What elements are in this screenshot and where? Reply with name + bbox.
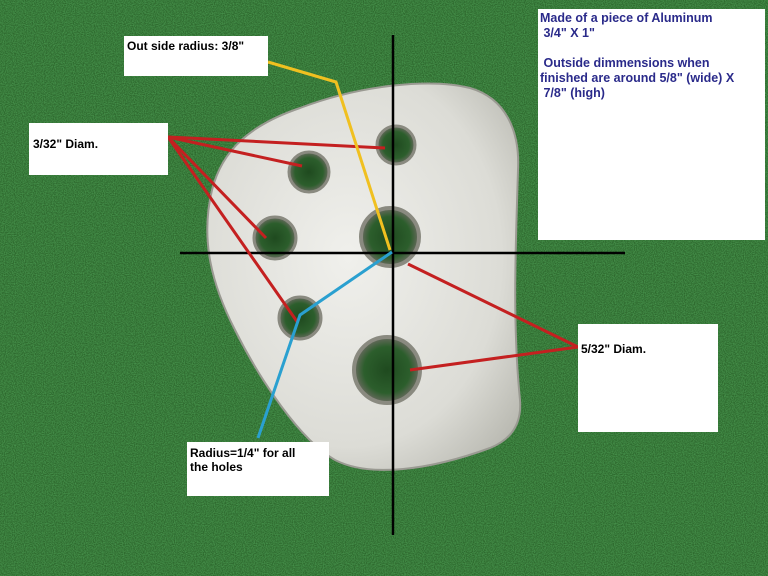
aluminum-plate xyxy=(206,82,522,471)
note-line-3 xyxy=(540,41,763,56)
note-line-4: Outside dimmensions when xyxy=(540,56,710,70)
hole-radius-leader xyxy=(256,250,393,439)
hole-radius-text-2: the holes xyxy=(190,460,243,474)
hole-radius-text-1: Radius=1/4" for all xyxy=(190,446,296,460)
large-hole-leaders xyxy=(407,262,579,372)
small-diameter-text: 3/32" Diam. xyxy=(33,137,99,151)
material-note: Made of a piece of Aluminum 3/4" X 1" Ou… xyxy=(538,9,765,240)
small-hole-leaders xyxy=(166,135,386,324)
small-diameter-label: 3/32" Diam. xyxy=(29,123,168,175)
note-line-2: 3/4" X 1" xyxy=(540,26,595,40)
note-line-6: 7/8" (high) xyxy=(540,86,605,100)
hole-top-right xyxy=(375,124,417,166)
outside-radius-text: Out side radius: 3/8" xyxy=(127,39,245,53)
hole-upper-left xyxy=(287,150,331,194)
note-line-1: Made of a piece of Aluminum xyxy=(540,11,713,25)
note-line-5: finished are around 5/8" (wide) X xyxy=(540,71,735,85)
large-diameter-text: 5/32" Diam. xyxy=(581,342,647,356)
large-diameter-label: 5/32" Diam. xyxy=(578,324,718,432)
hole-radius-label: Radius=1/4" for all the holes xyxy=(187,442,329,496)
holes xyxy=(252,124,422,405)
outside-radius-label: Out side radius: 3/8" xyxy=(124,36,268,76)
outside-radius-leader xyxy=(267,60,392,251)
hole-center xyxy=(359,206,421,268)
hole-left xyxy=(252,215,298,261)
